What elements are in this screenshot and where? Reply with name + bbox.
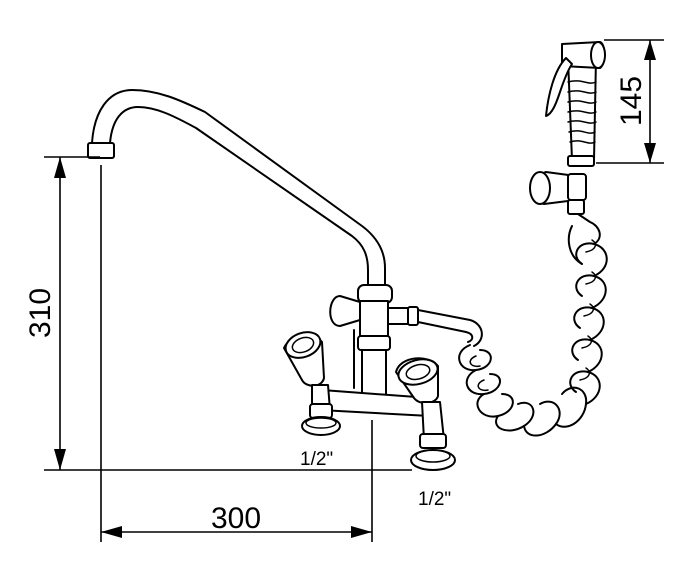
connection-label-left: 1/2" [300,449,333,470]
dimension-label-145: 145 [615,76,648,126]
coiled-hose [417,213,608,437]
spout [87,89,386,288]
valve-body [329,284,419,398]
connection-label-right: 1/2" [418,489,451,510]
dimension-height-spray: 145 [596,39,664,164]
spray-gun [529,41,606,215]
left-tap-handle [283,331,341,436]
aerator-nozzle [87,142,115,159]
dimension-label-300: 300 [211,502,261,535]
dimension-label-310: 310 [24,288,57,338]
dimension-height-faucet: 310 [24,156,412,471]
dimension-width-faucet: 300 [100,165,373,542]
bridge-mixer [283,331,456,471]
right-tap-handle [395,357,456,471]
